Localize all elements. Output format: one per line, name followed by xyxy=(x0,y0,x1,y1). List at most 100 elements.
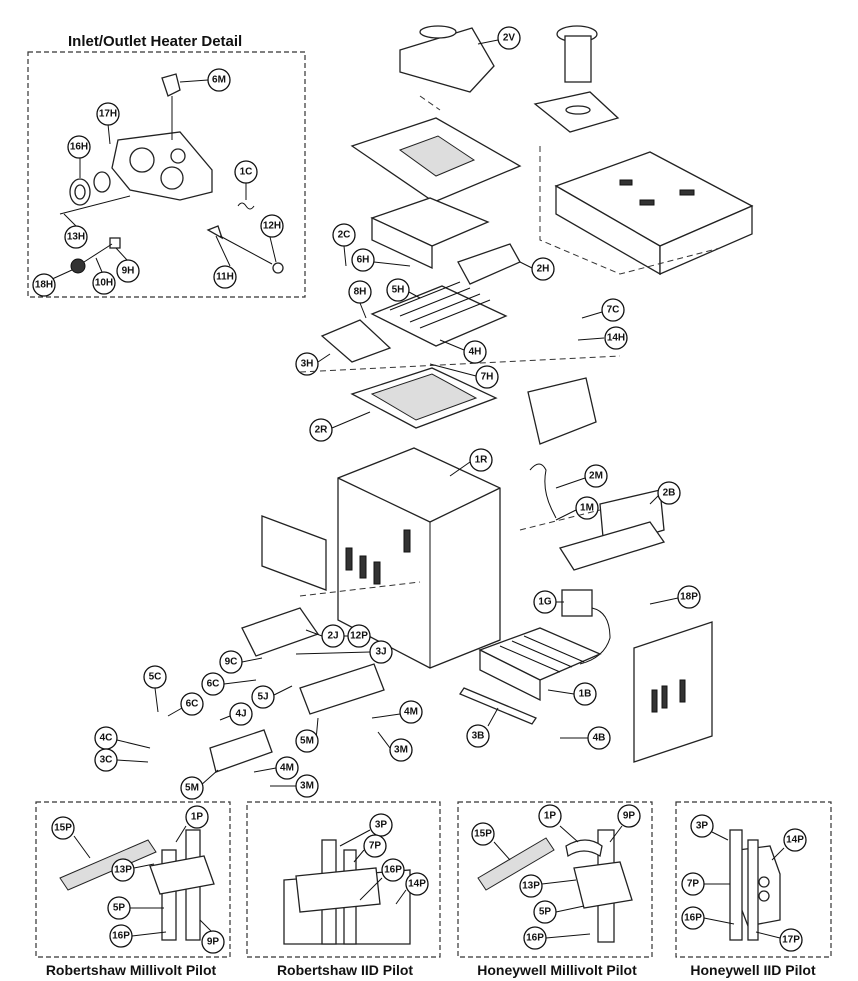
main-assembly: 2V 2H 2C 6H 8H 5H 7C 14H 4H 3H xyxy=(94,25,754,800)
svg-text:2C: 2C xyxy=(338,230,351,241)
svg-text:7C: 7C xyxy=(607,305,620,316)
stack-pipe xyxy=(564,35,592,83)
svg-text:18P: 18P xyxy=(680,592,698,603)
pilot-caption: Honeywell Millivolt Pilot xyxy=(477,962,637,978)
svg-text:9C: 9C xyxy=(225,657,238,668)
callout-12h: 12H xyxy=(260,214,284,263)
svg-text:12H: 12H xyxy=(263,221,281,232)
callout-6h: 6H xyxy=(351,248,411,272)
guide-line xyxy=(539,146,721,275)
igniter-bracket xyxy=(295,867,381,913)
svg-text:5C: 5C xyxy=(149,672,162,683)
header-port-3 xyxy=(170,148,186,164)
honeywell-millivolt-pilot: 1P 9P 15P 13P 5P 16P Honeywell Millivolt… xyxy=(457,801,653,978)
vent-slot xyxy=(651,689,658,713)
callout-3b: 3B xyxy=(466,707,499,748)
svg-text:1B: 1B xyxy=(579,689,592,700)
burner-tray-5h xyxy=(370,285,508,347)
callout-pilot1-5p: 5P xyxy=(107,896,164,920)
callout-3m: 3M xyxy=(377,731,413,762)
svg-text:15P: 15P xyxy=(474,829,492,840)
callout-4b: 4B xyxy=(560,726,611,750)
callout-pilot3-13p: 13P xyxy=(519,874,577,898)
callout-4h: 4H xyxy=(439,339,487,364)
callout-2m: 2M xyxy=(555,464,608,489)
callout-2r: 2R xyxy=(309,411,371,442)
pilot-frame xyxy=(675,801,832,958)
svg-text:6C: 6C xyxy=(186,699,199,710)
part-18h xyxy=(70,258,86,274)
callout-5j: 5J xyxy=(251,685,293,709)
igniter-rod xyxy=(729,829,743,941)
svg-text:7H: 7H xyxy=(481,372,494,383)
pilot-caption: Robertshaw Millivolt Pilot xyxy=(46,962,217,978)
svg-text:16H: 16H xyxy=(70,142,88,153)
callout-10h: 10H xyxy=(92,257,116,295)
svg-text:1R: 1R xyxy=(475,455,489,466)
callout-3j: 3J xyxy=(295,640,393,664)
callout-pilot1-13p: 13P xyxy=(111,858,155,882)
robertshaw-millivolt-pilot: 15P 1P 13P 5P 16P 9P Robertshaw Millivol… xyxy=(35,801,231,978)
jacket-top-side xyxy=(659,205,753,275)
svg-text:13P: 13P xyxy=(114,865,132,876)
svg-text:3C: 3C xyxy=(100,755,113,766)
callout-8h: 8H xyxy=(348,280,372,319)
pilot-frame xyxy=(35,801,231,958)
svg-text:1P: 1P xyxy=(544,811,557,822)
guide-line xyxy=(519,509,601,531)
callout-1r: 1R xyxy=(449,448,493,477)
svg-text:5J: 5J xyxy=(257,692,268,703)
callout-4j: 4J xyxy=(219,702,253,726)
svg-text:14P: 14P xyxy=(408,879,426,890)
callout-4m-b: 4M xyxy=(253,756,299,780)
svg-text:2H: 2H xyxy=(537,264,550,275)
vent-slot xyxy=(359,555,367,579)
callout-4m: 4M xyxy=(371,700,423,724)
pilot-hood-1p xyxy=(565,839,603,858)
svg-text:4M: 4M xyxy=(404,707,418,718)
svg-text:2M: 2M xyxy=(589,471,603,482)
gasket-16h-inner xyxy=(74,184,86,200)
svg-text:9P: 9P xyxy=(207,937,220,948)
vent-slot xyxy=(679,189,695,196)
part-6m xyxy=(161,73,181,97)
vent-slot xyxy=(619,179,633,186)
callout-6c: 6C xyxy=(201,672,257,696)
svg-text:16P: 16P xyxy=(112,931,130,942)
callout-4c: 4C xyxy=(94,726,151,750)
svg-text:10H: 10H xyxy=(95,278,113,289)
top-cover-opening xyxy=(398,135,476,177)
control-box-2j xyxy=(241,607,320,657)
callout-pilot1-1p: 1P xyxy=(175,805,209,843)
part-11h-a xyxy=(206,225,224,240)
svg-text:6M: 6M xyxy=(212,75,226,86)
svg-text:11H: 11H xyxy=(216,272,234,283)
guide-line xyxy=(299,581,421,597)
igniter-fitting xyxy=(758,890,770,902)
callout-pilot2-3p: 3P xyxy=(339,813,393,847)
burner-tray-front xyxy=(479,648,541,702)
bracket-3h xyxy=(320,319,392,363)
bar-3b xyxy=(459,687,537,725)
callout-2c: 2C xyxy=(332,223,356,267)
svg-text:7P: 7P xyxy=(687,879,700,890)
svg-text:3M: 3M xyxy=(394,745,408,756)
callout-3c: 3C xyxy=(94,748,149,772)
svg-text:4C: 4C xyxy=(100,733,113,744)
callout-9h: 9H xyxy=(115,247,140,283)
callout-pilot2-14p: 14P xyxy=(395,872,429,905)
callout-11h: 11H xyxy=(213,235,237,289)
robertshaw-iid-pilot: 3P 7P 16P 14P Robertshaw IID Pilot xyxy=(246,801,441,978)
vent-slot xyxy=(639,199,655,206)
svg-text:2R: 2R xyxy=(315,425,329,436)
gas-valve-1g xyxy=(561,589,593,617)
callout-7h: 7H xyxy=(429,363,499,389)
callout-6m: 6M xyxy=(179,68,231,92)
svg-text:17P: 17P xyxy=(782,935,800,946)
svg-text:3J: 3J xyxy=(375,647,386,658)
callout-5c: 5C xyxy=(143,665,167,713)
svg-text:7P: 7P xyxy=(369,841,382,852)
draft-hood-2v xyxy=(399,27,495,93)
svg-text:9P: 9P xyxy=(623,811,636,822)
